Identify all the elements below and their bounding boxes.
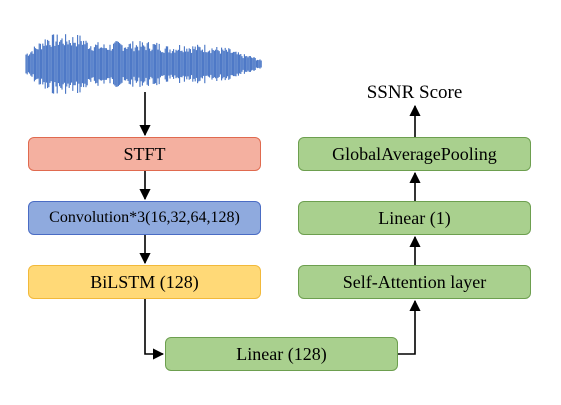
ssnr-score-label: SSNR Score: [366, 82, 463, 103]
arrow-bilstm-to-linear128: [144, 299, 165, 360]
waveform-bars: [25, 34, 262, 94]
linear1-label: Linear (1): [378, 207, 451, 228]
stft-block: STFT: [28, 137, 261, 171]
bilstm-label: BiLSTM (128): [90, 271, 199, 292]
global-average-pooling-label: GlobalAveragePooling: [332, 143, 497, 164]
global-average-pooling-block: GlobalAveragePooling: [298, 137, 531, 171]
linear128-label: Linear (128): [236, 343, 327, 364]
convolution-block: Convolution*3(16,32,64,128): [28, 201, 261, 235]
convolution-label: Convolution*3(16,32,64,128): [49, 209, 240, 226]
arrow-linear128-to-selfatt: [398, 299, 421, 355]
stft-label: STFT: [123, 143, 166, 164]
bilstm-block: BiLSTM (128): [28, 265, 261, 299]
linear128-block: Linear (128): [165, 337, 398, 371]
linear1-block: Linear (1): [298, 201, 531, 235]
self-attention-block: Self-Attention layer: [298, 265, 531, 299]
self-attention-label: Self-Attention layer: [342, 271, 487, 292]
